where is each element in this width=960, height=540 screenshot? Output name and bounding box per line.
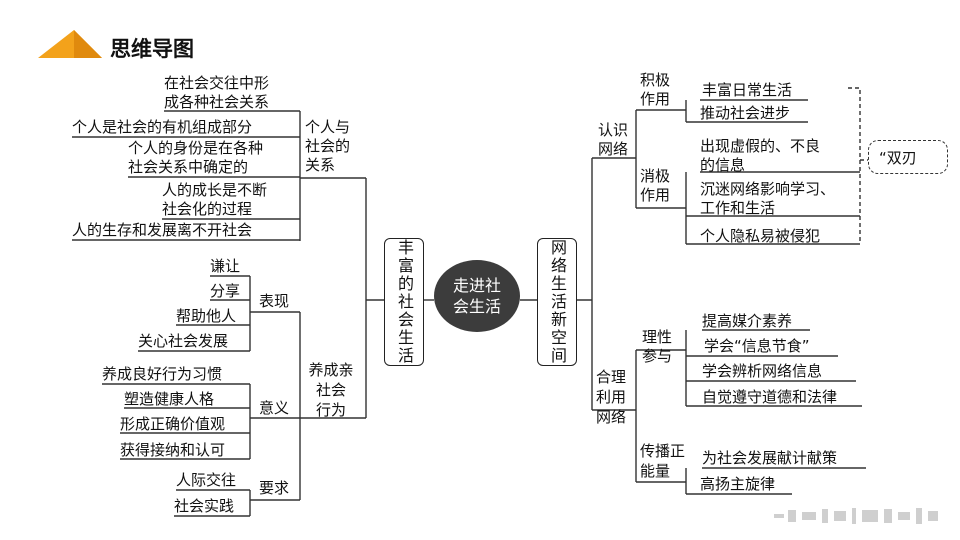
- page-title: 思维导图: [110, 37, 194, 61]
- meaning-item: 获得接纳和认可: [120, 441, 226, 459]
- right-root-label: 网络生活新空间: [548, 239, 567, 365]
- rational-item: 提高媒介素养: [702, 312, 793, 330]
- relation-item: 个人的身份是在各种 社会关系中确定的: [128, 139, 264, 176]
- pyramid-icon: [38, 30, 102, 58]
- negative-effect-label: 消极 作用: [640, 167, 671, 204]
- double-edged-bubble: “双刃: [868, 140, 948, 174]
- rational-label: 理性 参与: [642, 328, 673, 365]
- positive-item: 丰富日常生活: [702, 81, 793, 99]
- meaning-item: 形成正确价值观: [120, 415, 226, 433]
- relation-item: 在社会交往中形 成各种社会关系: [164, 74, 270, 111]
- rational-underline: [686, 329, 862, 407]
- relation-item: 人的成长是不断 社会化的过程: [162, 181, 268, 218]
- relation-label: 个人与 社会的 关系: [305, 118, 351, 174]
- performance-item: 关心社会发展: [138, 332, 229, 350]
- negative-underline: [686, 171, 860, 245]
- requirement-item: 社会实践: [174, 497, 235, 515]
- dashed-bracket: [848, 87, 868, 242]
- right-root-bracket: [575, 157, 636, 411]
- rational-item: 学会辨析网络信息: [702, 362, 823, 380]
- negative-item: 出现虚假的、不良 的信息: [700, 137, 821, 174]
- left-root-box: 丰富的社会生活: [384, 238, 424, 366]
- rational-item: 自觉遵守道德和法律: [702, 388, 838, 406]
- meaning-label: 意义: [259, 399, 290, 417]
- prosocial-bracket: [250, 311, 301, 501]
- left-root-label: 丰富的社会生活: [395, 239, 414, 365]
- rational-item: 学会“信息节食”: [704, 337, 810, 355]
- relation-item: 个人是社会的有机组成部分: [72, 118, 253, 136]
- spread-item: 为社会发展献计献策: [702, 449, 838, 467]
- relation-item: 人的生存和发展离不开社会: [72, 221, 253, 239]
- left-root-bracket: [300, 177, 384, 419]
- positive-item: 推动社会进步: [700, 104, 791, 122]
- right-root-box: 网络生活新空间: [537, 238, 577, 366]
- spread-underline: [686, 467, 866, 495]
- requirement-label: 要求: [259, 479, 290, 497]
- performance-item: 帮助他人: [176, 307, 237, 325]
- performance-item: 分享: [210, 282, 241, 300]
- know-bracket: [635, 109, 686, 209]
- negative-item: 沉迷网络影响学习、 工作和生活: [700, 180, 836, 217]
- spread-item: 高扬主旋律: [700, 475, 776, 493]
- watermark-marks: [774, 508, 938, 524]
- meaning-item: 养成良好行为习惯: [102, 365, 223, 383]
- positive-underline: [686, 99, 808, 123]
- performance-label: 表现: [259, 292, 290, 310]
- use-network-label: 合理 利用 网络: [596, 368, 627, 426]
- requirement-item: 人际交往: [176, 471, 237, 489]
- positive-effect-label: 积极 作用: [640, 71, 671, 108]
- negative-item: 个人隐私易被侵犯: [700, 227, 821, 245]
- use-bracket: [635, 349, 686, 483]
- performance-item: 谦让: [210, 257, 241, 275]
- center-topic: 走进社会生活: [434, 260, 520, 332]
- know-network-label: 认识 网络: [598, 121, 629, 158]
- meaning-item: 塑造健康人格: [124, 390, 215, 408]
- prosocial-label: 养成亲 社会 行为: [308, 361, 354, 419]
- spread-label: 传播正 能量: [640, 442, 686, 480]
